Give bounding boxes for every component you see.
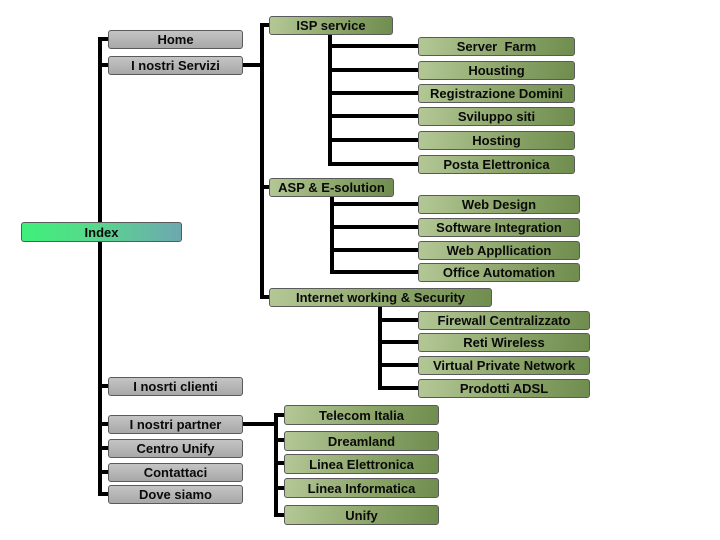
menu-partner[interactable]: I nostri partner — [108, 415, 243, 434]
category-internet-working[interactable]: Internet working & Security — [269, 288, 492, 307]
menu-dove-siamo[interactable]: Dove siamo — [108, 485, 243, 504]
isp-item-server-farm[interactable]: Server Farm — [418, 37, 575, 56]
menu-home[interactable]: Home — [108, 30, 243, 49]
menu-servizi[interactable]: I nostri Servizi — [108, 56, 243, 75]
inet-item-reti-wireless[interactable]: Reti Wireless — [418, 333, 590, 352]
category-asp-esolution[interactable]: ASP & E-solution — [269, 178, 394, 197]
partner-linea-elettronica[interactable]: Linea Elettronica — [284, 454, 439, 474]
asp-item-web-application[interactable]: Web Appllication — [418, 241, 580, 260]
isp-item-registrazione-domini[interactable]: Registrazione Domini — [418, 84, 575, 103]
isp-item-sviluppo-siti[interactable]: Sviluppo siti — [418, 107, 575, 126]
index-node[interactable]: Index — [21, 222, 182, 242]
menu-centro-unify[interactable]: Centro Unify — [108, 439, 243, 458]
asp-item-web-design[interactable]: Web Design — [418, 195, 580, 214]
asp-item-software-integration[interactable]: Software Integration — [418, 218, 580, 237]
partner-linea-informatica[interactable]: Linea Informatica — [284, 478, 439, 498]
inet-item-vpn[interactable]: Virtual Private Network — [418, 356, 590, 375]
category-isp-service[interactable]: ISP service — [269, 16, 393, 35]
partner-telecom-italia[interactable]: Telecom Italia — [284, 405, 439, 425]
inet-item-prodotti-adsl[interactable]: Prodotti ADSL — [418, 379, 590, 398]
isp-item-hosting[interactable]: Hosting — [418, 131, 575, 150]
menu-contattaci[interactable]: Contattaci — [108, 463, 243, 482]
menu-clienti[interactable]: I nosrti clienti — [108, 377, 243, 396]
isp-item-posta-elettronica[interactable]: Posta Elettronica — [418, 155, 575, 174]
isp-item-housting[interactable]: Housting — [418, 61, 575, 80]
inet-item-firewall[interactable]: Firewall Centralizzato — [418, 311, 590, 330]
partner-dreamland[interactable]: Dreamland — [284, 431, 439, 451]
asp-item-office-automation[interactable]: Office Automation — [418, 263, 580, 282]
partner-unify[interactable]: Unify — [284, 505, 439, 525]
